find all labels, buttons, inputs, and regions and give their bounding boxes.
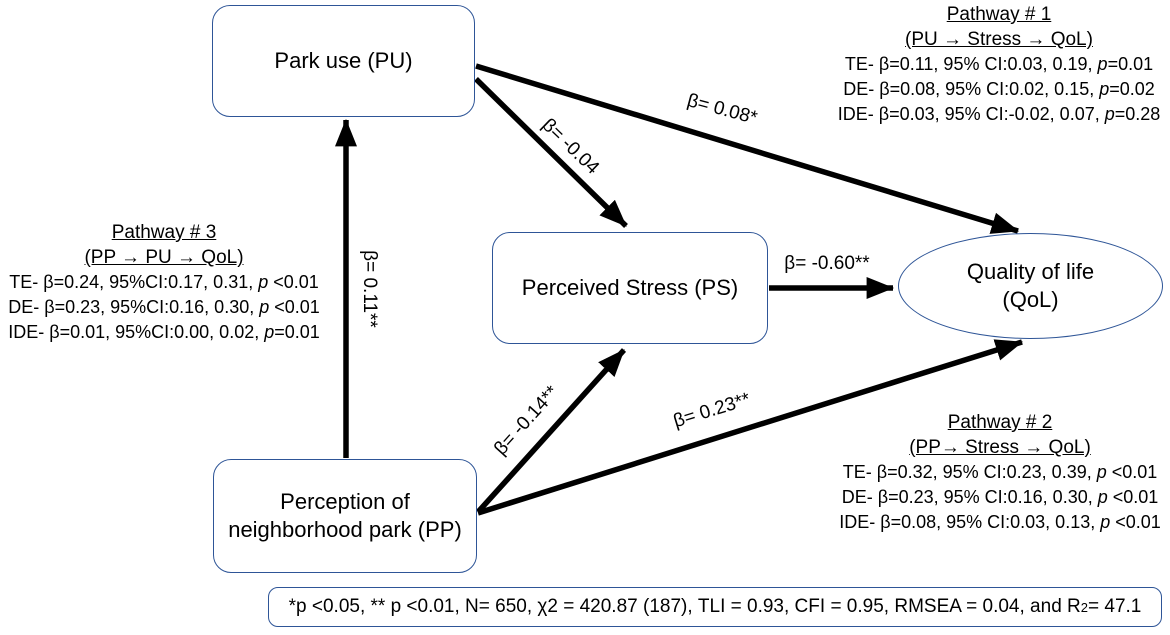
pathway-stat-line: DE- β=0.23, 95%CI:0.16, 0.30, p <0.01 [8,297,320,317]
node-perceived-stress: Perceived Stress (PS) [492,232,768,344]
pathway-3-stats-block: Pathway # 3 (PP → PU → QoL) TE- β=0.24, … [0,220,328,345]
edge-pu-ps-arrow [474,77,628,228]
node-park-use-label: Park use (PU) [274,48,413,73]
node-perception-park-label-line1: Perception of [280,489,410,514]
pathway-stat-line: TE- β=0.11, 95% CI:0.03, 0.19, p=0.01 [844,54,1154,74]
pathway-stat-line: IDE- β=0.03, 95% CI:-0.02, 0.07, p=0.28 [837,104,1161,124]
pathway-1-route: (PU → Stress → QoL) [905,29,1093,50]
footnote-text-post: = 47.1 [1088,596,1142,617]
node-quality-of-life-label-line2: (QoL) [1002,287,1059,312]
pathway-stat-line: IDE- β=0.01, 95%CI:0.00, 0.02, p=0.01 [8,322,320,342]
pathway-stat-line: TE- β=0.24, 95%CI:0.17, 0.31, p <0.01 [9,272,319,292]
pathway-2-title: Pathway # 2 [947,412,1053,433]
pathway-stat-line: IDE- β=0.08, 95% CI:0.03, 0.13, p <0.01 [839,512,1161,532]
pathway-3-route: (PP → PU → QoL) [84,247,244,268]
node-perception-park-label-line2: neighborhood park (PP) [228,517,462,542]
footnote-superscript: 2 [1080,599,1088,615]
pathway-3-title: Pathway # 3 [111,222,217,243]
node-perception-park: Perception of neighborhood park (PP) [213,459,477,573]
node-quality-of-life: Quality of life (QoL) [898,233,1163,339]
pathway-stat-line: DE- β=0.23, 95% CI:0.16, 0.30, p <0.01 [841,487,1159,507]
model-fit-footnote: *p <0.05, ** p <0.01, N= 650, χ2 = 420.8… [268,587,1162,627]
node-perceived-stress-label: Perceived Stress (PS) [521,275,739,300]
edge-label-ps-qol: β= -0.60** [784,253,870,274]
pathway-stat-line: DE- β=0.08, 95% CI:0.02, 0.15, p=0.02 [843,79,1155,99]
edge-pp-qol-arrow [477,339,1024,516]
edge-label-pp-pu: β= 0.11** [359,250,380,328]
pathway-1-stats-block: Pathway # 1 (PU → Stress → QoL) TE- β=0.… [828,2,1170,127]
pathway-2-stats-block: Pathway # 2 (PP→ Stress → QoL) TE- β=0.3… [830,410,1170,535]
pathway-1-title: Pathway # 1 [946,4,1052,25]
pathway-2-route: (PP→ Stress → QoL) [909,437,1091,458]
footnote-text-pre: *p <0.05, ** p <0.01, N= 650, χ2 = 420.8… [288,596,1081,617]
pathway-stat-line: TE- β=0.32, 95% CI:0.23, 0.39, p <0.01 [842,462,1158,482]
edge-pp-ps-arrow [475,348,627,514]
node-quality-of-life-label-line1: Quality of life [966,259,1095,284]
edge-pu-qol-arrow [475,63,1020,234]
node-park-use: Park use (PU) [212,5,475,117]
